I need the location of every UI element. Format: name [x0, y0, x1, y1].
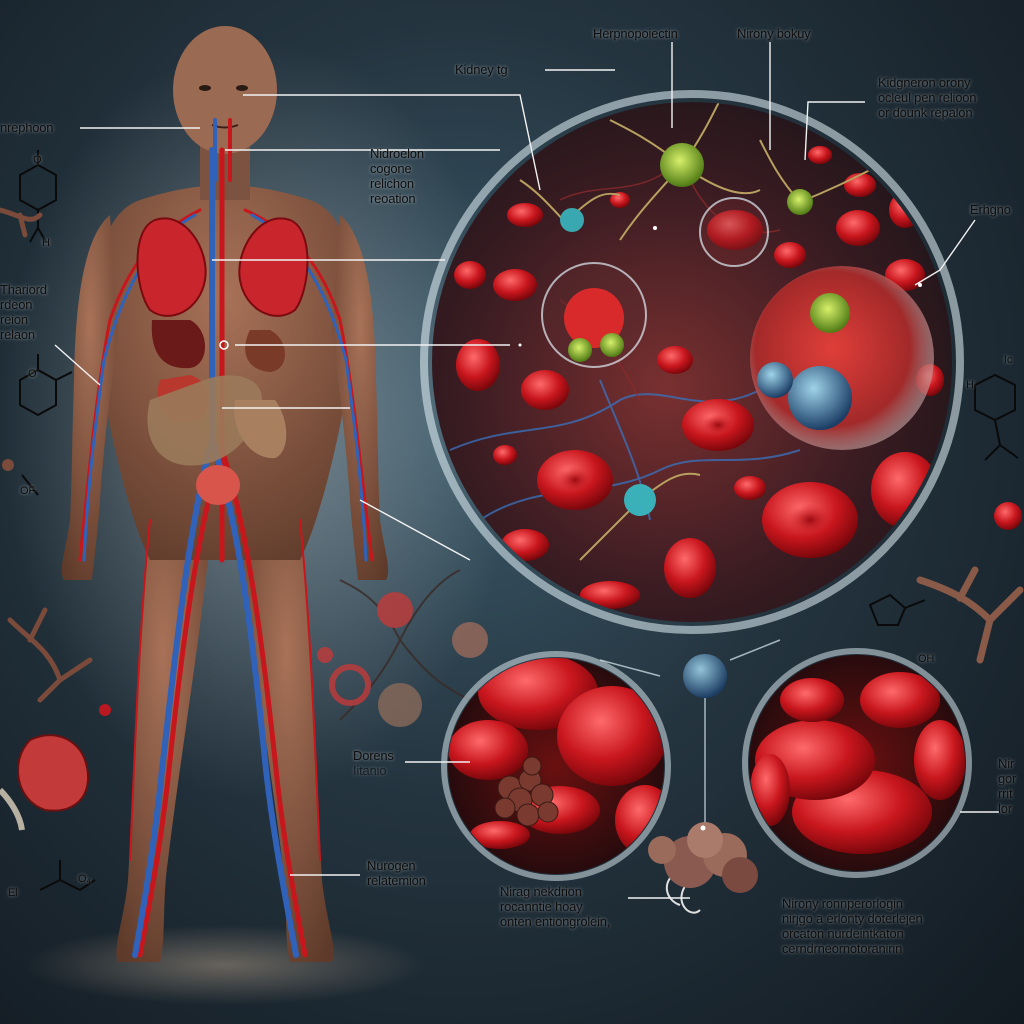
- sparkles: [518, 226, 922, 831]
- label-bottom-right: Nirony ronnperorlogin nirjgo a erlonty d…: [782, 896, 923, 956]
- left-decorations: [0, 150, 111, 891]
- chem-right-h: H: [966, 379, 974, 391]
- label-nirag-line-2: rocanntie hoay: [500, 899, 583, 914]
- label-kidgeneron: Kidgneron orony ocleul pen relioon or do…: [878, 75, 977, 120]
- label-dorens: Dorens Iitanio: [353, 748, 394, 778]
- label-dorens-line-1: Dorens: [353, 748, 394, 763]
- label-tharlerd-line-1: Thariord: [0, 282, 47, 297]
- label-dorens-line-2: Iitanio: [353, 763, 387, 778]
- ground-shadow: [25, 925, 425, 1005]
- label-nirag-line-3: onten entiongrolein,: [500, 914, 611, 929]
- label-nidroelon: Nidroelon cogone relichon reoation: [370, 146, 424, 206]
- chem-right-top: Ic: [1004, 354, 1013, 366]
- label-nirag: Nirag nekdrion rocanntie hoay onten enti…: [500, 884, 610, 929]
- chem-left-o: O: [33, 154, 42, 166]
- label-nirony-top: Nirony bokuy: [737, 26, 811, 41]
- label-bottom-right-line-3: orcaton nurdeintkaton: [782, 926, 904, 941]
- label-tharlerd-line-4: relaon: [0, 327, 35, 342]
- label-nirag-line-1: Nirag nekdrion: [500, 884, 582, 899]
- label-right-edge: Nir gor rrit lor: [998, 756, 1016, 816]
- label-herpho: Herpnopoiectin: [593, 26, 678, 41]
- chem-left-of: OF: [20, 485, 35, 497]
- label-erhgno: Erhgno: [970, 202, 1011, 217]
- chem-right-oh: OH: [918, 653, 935, 665]
- label-tharlerd: Thariord rdeon reion relaon: [0, 282, 47, 342]
- connector-node: [683, 654, 727, 698]
- chem-left-o3: O₄: [78, 873, 91, 885]
- label-nephron: nrephoon: [0, 120, 54, 135]
- magnified-blood-view: [420, 90, 964, 634]
- label-nurogen-line-2: relatemion: [367, 873, 426, 888]
- right-decorations: [868, 373, 1024, 664]
- label-right-edge-line-2: gor: [998, 771, 1017, 786]
- protein-cluster: [648, 822, 758, 914]
- label-bottom-right-line-1: Nirony ronnperorlogin: [782, 896, 903, 911]
- label-kidney: Kidney tg: [455, 62, 508, 77]
- chem-left-o2: O: [28, 368, 37, 380]
- label-right-edge-line-3: rrit: [998, 786, 1013, 801]
- label-tharlerd-line-2: rdeon: [0, 297, 33, 312]
- magnified-rbc-right: [742, 648, 972, 878]
- label-nidroelon-line-4: reoation: [370, 191, 416, 206]
- chem-left-h: H: [42, 237, 50, 249]
- label-nidroelon-line-3: relichon: [370, 176, 414, 191]
- label-nurogen-line-1: Nurogen: [367, 858, 416, 873]
- label-kidgeneron-line-3: or dounk repalon: [878, 105, 973, 120]
- label-bottom-right-line-4: cerndrneornotoranirin: [782, 941, 903, 956]
- background-cluster: [317, 569, 488, 727]
- chem-left-el: El: [8, 887, 18, 899]
- label-right-edge-line-4: lor: [998, 801, 1012, 816]
- leader-lines: [54, 42, 1000, 899]
- label-bottom-right-line-2: nirjgo a erlonty doterlejen: [782, 911, 923, 926]
- human-figure: [61, 26, 389, 962]
- label-right-edge-line-1: Nir: [998, 756, 1015, 771]
- label-nurogen: Nurogen relatemion: [367, 858, 426, 888]
- label-nidroelon-line-1: Nidroelon: [370, 146, 424, 161]
- label-nidroelon-line-2: cogone: [370, 161, 412, 176]
- label-tharlerd-line-3: reion: [0, 312, 28, 327]
- magnified-rbc-left: [441, 651, 671, 881]
- label-kidgeneron-line-2: ocleul pen relioon: [878, 90, 977, 105]
- label-kidgeneron-line-1: Kidgneron orony: [878, 75, 971, 90]
